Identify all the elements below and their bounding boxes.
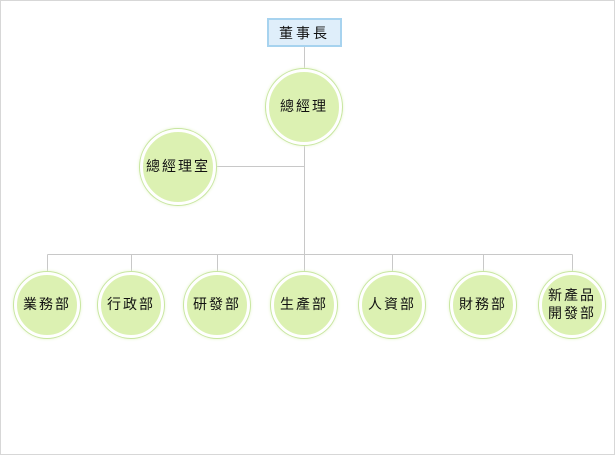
dept-label-stack: 新產品 開發部 (548, 287, 596, 323)
dept-node-finance[interactable]: 財務部 (450, 272, 516, 338)
general-manager-label: 總經理 (280, 99, 328, 115)
chairman-label: 董事長 (279, 25, 330, 42)
dept-label: 生產部 (280, 297, 328, 313)
general-manager-node[interactable]: 總經理 (266, 69, 342, 145)
chairman-box[interactable]: 董事長 (267, 18, 342, 47)
dept-node-hr[interactable]: 人資部 (359, 272, 425, 338)
dept-label: 研發部 (193, 297, 241, 313)
dept-node-rnd[interactable]: 研發部 (184, 272, 250, 338)
dept-label: 行政部 (107, 297, 155, 313)
dept-node-sales[interactable]: 業務部 (14, 272, 80, 338)
dept-label: 人資部 (368, 297, 416, 313)
dept-node-admin[interactable]: 行政部 (98, 272, 164, 338)
dept-label: 財務部 (459, 297, 507, 313)
dept-node-new-product[interactable]: 新產品 開發部 (539, 272, 605, 338)
dept-node-production[interactable]: 生產部 (271, 272, 337, 338)
dept-label-line-2: 開發部 (548, 306, 596, 322)
dept-label: 業務部 (23, 297, 71, 313)
gm-office-label: 總經理室 (146, 159, 210, 175)
dept-label-line-1: 新產品 (548, 288, 596, 304)
gm-office-node[interactable]: 總經理室 (140, 129, 216, 205)
